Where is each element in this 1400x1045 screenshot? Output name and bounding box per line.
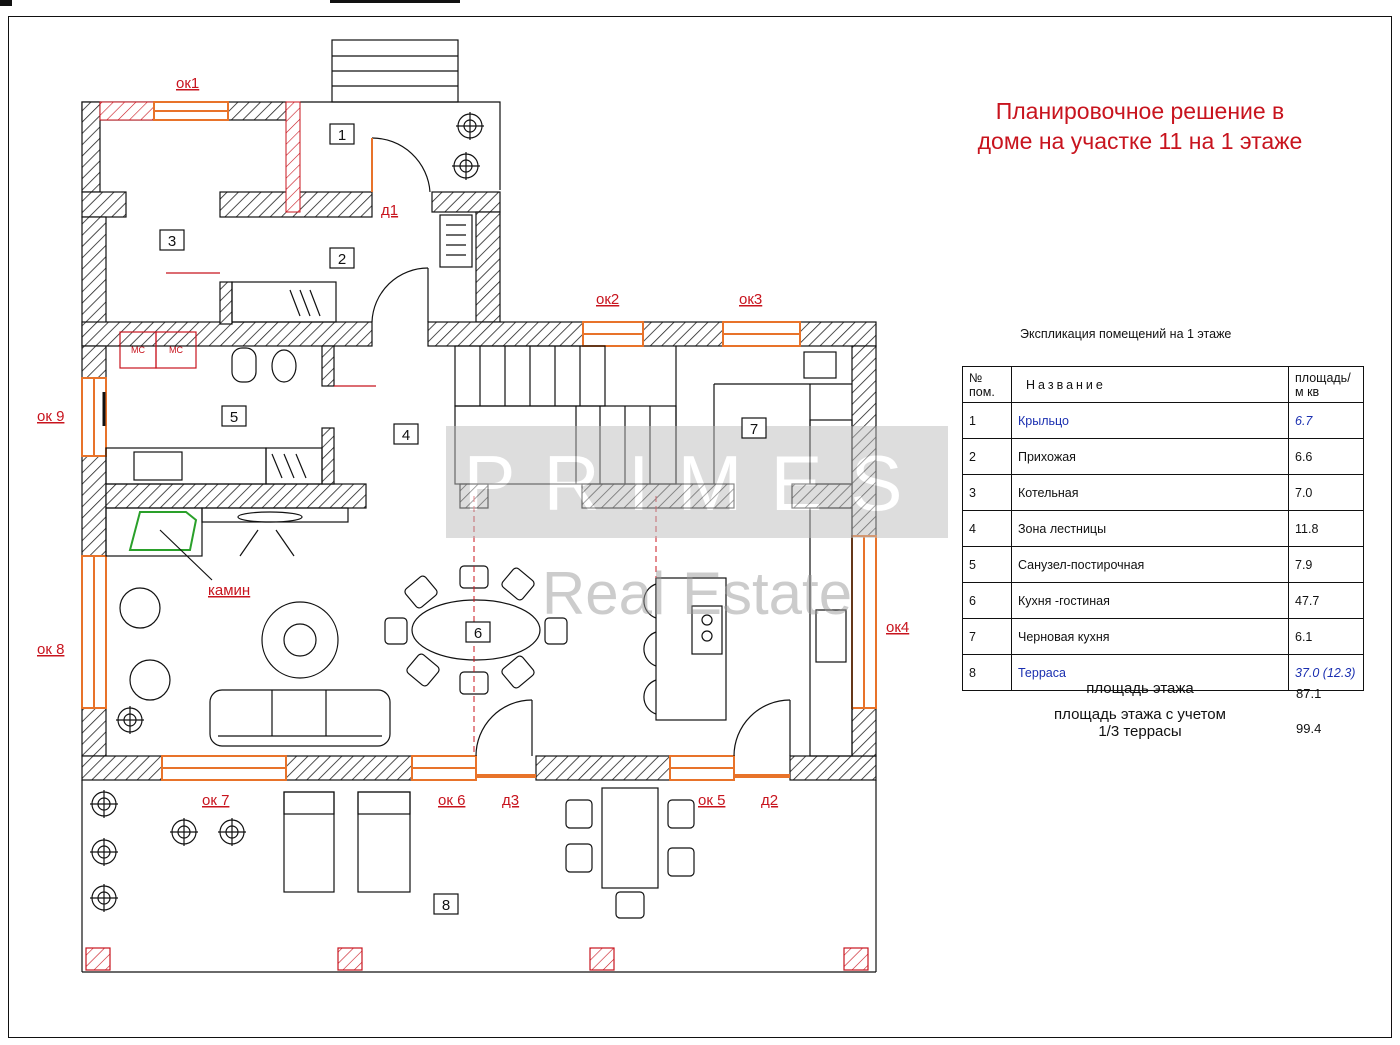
room-number-7: 7 (750, 421, 758, 438)
room-number-8: 8 (442, 897, 450, 914)
opening-labels: ок1 д1 ок2 ок3 ок 9 ок 8 ок4 камин ок 7 … (37, 75, 909, 809)
room-number-4: 4 (402, 427, 410, 444)
drawing-frame (8, 16, 1392, 1038)
label-ok8: ок 8 (37, 641, 64, 658)
row-area: 11.8 (1288, 510, 1364, 547)
row-name: Котельная (1011, 474, 1289, 511)
row-num: 2 (962, 438, 1012, 475)
row-area: 6.1 (1288, 618, 1364, 655)
top-edge (0, 0, 1400, 10)
bathroom-fixtures (102, 331, 297, 485)
washer-labels: МС МС (131, 345, 183, 355)
label-d2: д2 (761, 792, 778, 809)
plan-title-line1: Планировочное решение в (995, 98, 1285, 124)
row-num: 3 (962, 474, 1012, 511)
label-kamin: камин (208, 582, 250, 599)
label-ok9: ок 9 (37, 408, 64, 425)
porch-steps (331, 39, 459, 103)
table-row: 5 Санузел-постирочная 7.9 (962, 546, 1364, 583)
red-hatch-walls (99, 101, 301, 213)
label-ok6: ок 6 (438, 792, 465, 809)
table-row: 2 Прихожая 6.6 (962, 438, 1364, 475)
row-num: 8 (962, 654, 1012, 691)
kitchen-island (643, 351, 853, 757)
floor-area-terrace-label-line2: 1/3 террасы (1098, 723, 1182, 740)
wardrobes (231, 281, 337, 485)
label-mc2: МС (169, 345, 183, 355)
room-number-3: 3 (168, 233, 176, 250)
table-row: 7 Черновая кухня 6.1 (962, 618, 1364, 655)
row-area: 37.0 (12.3) (1288, 654, 1364, 691)
row-name: Кухня -гостиная (1011, 582, 1289, 619)
row-area: 7.0 (1288, 474, 1364, 511)
row-num: 5 (962, 546, 1012, 583)
label-mc1: МС (131, 345, 145, 355)
label-ok2: ок2 (596, 291, 619, 308)
label-d1: д1 (381, 202, 398, 219)
doors (166, 137, 791, 757)
living-furniture (119, 587, 391, 747)
fireplace (105, 507, 349, 581)
label-ok3: ок3 (739, 291, 762, 308)
room-numbers: 1 2 3 4 5 6 7 8 (168, 127, 758, 914)
porch-outline (300, 101, 501, 190)
row-name: Санузел-постирочная (1011, 546, 1289, 583)
row-num: 4 (962, 510, 1012, 547)
label-ok7: ок 7 (202, 792, 229, 809)
room-number-boxes (159, 123, 767, 915)
terrace-columns (85, 947, 869, 971)
header-name: Название (1011, 366, 1289, 403)
label-d3: д3 (502, 792, 519, 809)
row-area: 6.7 (1288, 402, 1364, 439)
room-number-5: 5 (230, 409, 238, 426)
floor-area-label: площадь этажа (1086, 680, 1194, 697)
row-num: 7 (962, 618, 1012, 655)
table-row: 3 Котельная 7.0 (962, 474, 1364, 511)
plan-title-line2: доме на участке 11 на 1 этаже (977, 128, 1303, 154)
row-name: Прихожая (1011, 438, 1289, 475)
row-area: 7.9 (1288, 546, 1364, 583)
label-ok5: ок 5 (698, 792, 725, 809)
terrace-furniture (283, 787, 695, 919)
table-row: 6 Кухня -гостиная 47.7 (962, 582, 1364, 619)
row-name: Черновая кухня (1011, 618, 1289, 655)
floor-area-terrace-value: 99.4 (1296, 721, 1322, 736)
plant-icons (90, 112, 484, 912)
room-number-2: 2 (338, 251, 346, 268)
watermark-bottom: Real Estate (542, 560, 852, 627)
row-area: 47.7 (1288, 582, 1364, 619)
dining-set (384, 565, 568, 695)
floor-area-terrace-label-line1: площадь этажа с учетом (1054, 706, 1226, 723)
row-name: Терраса (1011, 654, 1289, 691)
watermark: PRIMES Real Estate (446, 426, 948, 627)
table-row: 4 Зона лестницы 11.8 (962, 510, 1364, 547)
floor-area-value: 87.1 (1296, 686, 1322, 701)
room-number-6: 6 (474, 625, 482, 642)
row-name: Зона лестницы (1011, 510, 1289, 547)
table-row: 1 Крыльцо 6.7 (962, 402, 1364, 439)
floor-area-terrace-label: площадь этажа с учетом 1/3 террасы (1020, 706, 1260, 740)
header-area: площадь/м кв (1288, 366, 1364, 403)
watermark-top: PRIMES (463, 439, 930, 527)
plan-title: Планировочное решение в доме на участке … (930, 96, 1350, 156)
row-area: 6.6 (1288, 438, 1364, 475)
label-ok1: ок1 (176, 75, 199, 92)
table-row: 8 Терраса 37.0 (12.3) (962, 654, 1364, 691)
explication-caption: Экспликация помещений на 1 этаже (1020, 327, 1232, 341)
row-num: 6 (962, 582, 1012, 619)
row-name: Крыльцо (1011, 402, 1289, 439)
room-number-1: 1 (338, 127, 346, 144)
row-num: 1 (962, 402, 1012, 439)
label-ok4: ок4 (886, 619, 909, 636)
windows (81, 101, 877, 781)
